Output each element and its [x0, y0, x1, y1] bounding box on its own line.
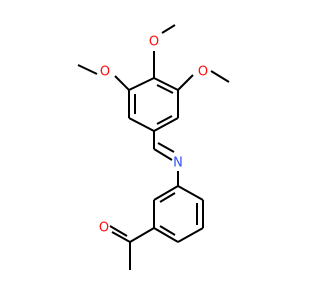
atom-o-left: O [100, 65, 110, 80]
bond-ring-to-carbonyl-c [129, 227, 155, 243]
bond-ch-n-1 [153, 148, 173, 161]
ring-a-bond-3 [153, 117, 179, 132]
atom-o-right: O [198, 65, 208, 80]
ring-b-inner-2 [159, 225, 176, 236]
bond-c-o-1 [111, 231, 131, 243]
ring-b-bond-1 [153, 185, 179, 201]
atom-labels: O O O N O [99, 35, 208, 236]
atom-o-carbonyl: O [99, 221, 109, 236]
ring-a-inner-1 [156, 84, 174, 94]
bonds [77, 24, 230, 270]
ring-b-bond-3 [153, 227, 179, 243]
bond-methyl-right [210, 70, 230, 83]
bond-c-o-2 [109, 225, 128, 237]
atom-n-imine: N [173, 156, 183, 171]
ring-b-bond-4 [177, 227, 204, 243]
ring-a-bond-1 [153, 77, 179, 91]
atom-o-top: O [149, 35, 159, 50]
bond-methyl-top [161, 24, 176, 34]
bond-o-left-ring [114, 75, 130, 91]
ring-b-bond-6 [177, 185, 204, 201]
bond-methyl-left [77, 64, 98, 75]
molecule-svg: O O O N O [77, 24, 230, 270]
bond-o-right-ring [177, 74, 194, 91]
ring-a-inner-2 [156, 115, 173, 125]
bond-ch-n-2 [157, 142, 175, 153]
molecule-drawing: O O O N O [77, 24, 230, 270]
ring-a-bond-4 [128, 117, 155, 132]
ring-b-inner-1 [159, 192, 176, 203]
ring-a-bond-6 [128, 77, 155, 91]
